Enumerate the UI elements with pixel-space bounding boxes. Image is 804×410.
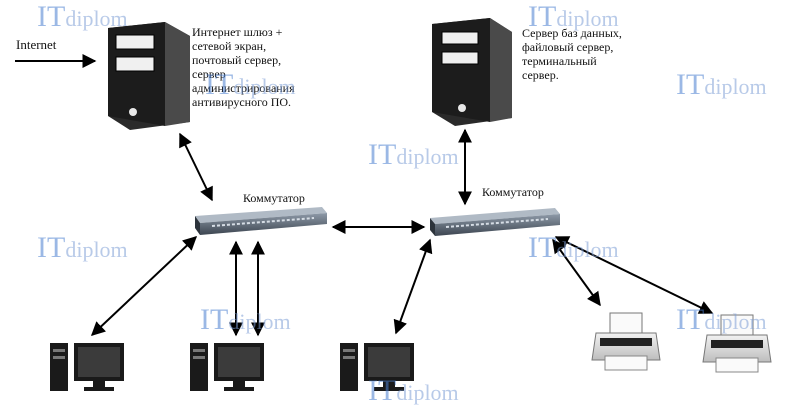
switch-left-label: Коммутатор (243, 191, 305, 205)
gateway-server-icon (108, 22, 190, 130)
switch-left-icon (195, 207, 327, 235)
link-gateway-switch (179, 132, 213, 202)
workstation-1-icon (50, 343, 124, 391)
switch-right-icon (430, 208, 560, 236)
db-server-label: Сервер баз данных, файловый сервер, терм… (522, 26, 622, 82)
workstation-3-icon (340, 343, 414, 391)
internet-label: Internet (16, 37, 57, 52)
printer-1-icon (591, 312, 661, 371)
gateway-server-label: Интернет шлюз + сетевой экран, почтовый … (192, 25, 295, 109)
db-server-icon (432, 18, 512, 126)
link-switch-pc1 (90, 236, 198, 336)
link-switch-printer1 (552, 238, 601, 307)
link-switch-pc3 (393, 238, 433, 335)
switch-right-label: Коммутатор (482, 185, 544, 199)
link-switch-printer2 (554, 236, 714, 314)
printer-2-icon (702, 314, 772, 373)
workstation-2-icon (190, 343, 264, 391)
